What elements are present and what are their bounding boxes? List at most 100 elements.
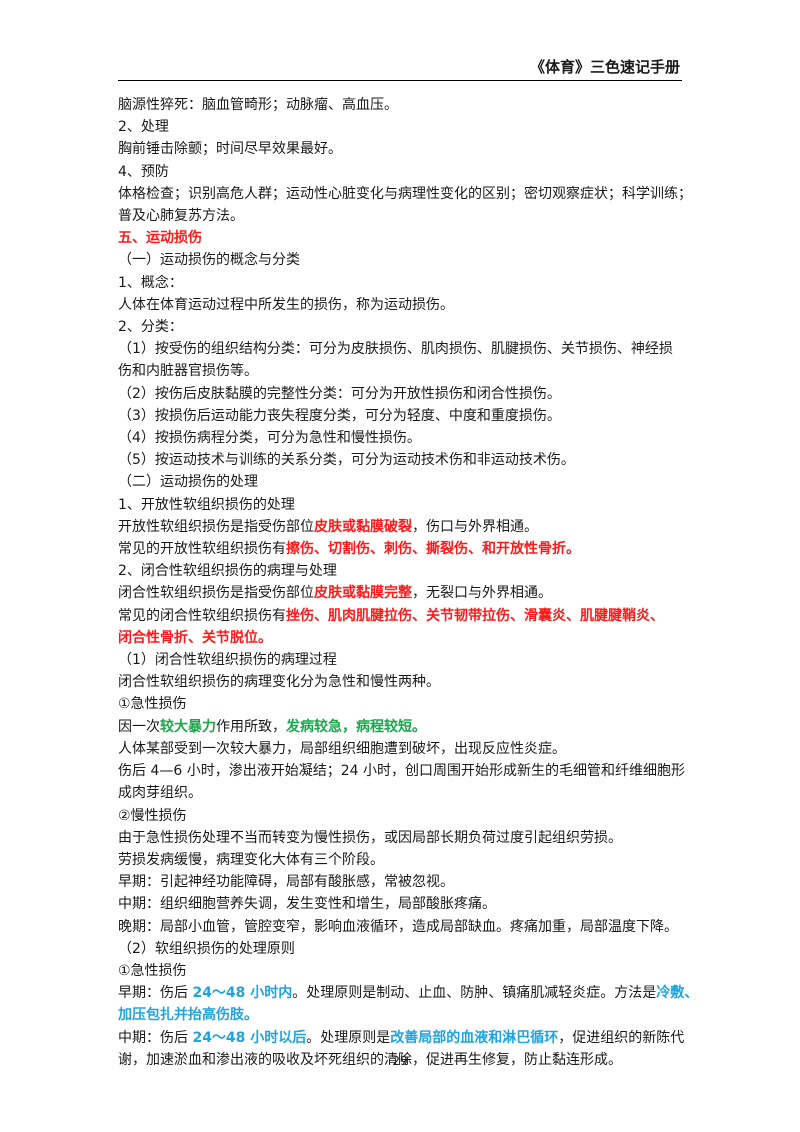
text-line: 闭合性软组织损伤是指受伤部位皮肤或黏膜完整，无裂口与外界相通。 <box>118 582 682 604</box>
text-line: 五、运动损伤 <box>118 227 682 249</box>
text-run: （3）按损伤后运动能力丧失程度分类，可分为轻度、中度和重度损伤。 <box>118 407 561 424</box>
highlight-blue: 加压包扎并抬高伤肢。 <box>118 1007 258 1024</box>
text-run: 。处理原则是 <box>306 1029 391 1046</box>
text-line: ①急性损伤 <box>118 960 682 982</box>
highlight-green: 发病较急，病程较短。 <box>286 718 426 735</box>
text-run: 中期：组织细胞营养失调，发生变性和增生，局部酸胀疼痛。 <box>118 896 496 913</box>
text-run: 1、概念： <box>118 274 183 291</box>
header-rule <box>118 80 682 81</box>
text-run: ，无裂口与外界相通。 <box>412 585 552 602</box>
text-run: 闭合性软组织损伤的病理变化分为急性和慢性两种。 <box>118 674 440 691</box>
subsection-heading: 4、预防 <box>118 163 169 180</box>
text-line: 常见的开放性软组织损伤有擦伤、切割伤、刺伤、撕裂伤、和开放性骨折。 <box>118 538 682 560</box>
text-line: 伤和内脏器官损伤等。 <box>118 360 682 382</box>
highlight-blue: 冷敷、 <box>656 985 699 1002</box>
text-line: ②慢性损伤 <box>118 805 682 827</box>
text-line: 中期：伤后 24～48 小时以后。处理原则是改善局部的血液和淋巴循环，促进组织的… <box>118 1027 685 1049</box>
text-line: 1、概念： <box>118 272 682 294</box>
text-line: 闭合性骨折、关节脱位。 <box>118 627 682 649</box>
text-run: 早期：伤后 <box>118 985 193 1002</box>
text-line: 伤后 4—6 小时，渗出液开始凝结；24 小时，创口周围开始形成新生的毛细管和纤… <box>118 760 685 782</box>
highlight-blue: 24～48 小时以后 <box>192 1029 307 1046</box>
highlight-red: 擦伤、切割伤、刺伤、撕裂伤、和开放性骨折。 <box>286 541 580 558</box>
text-line: （5）按运动技术与训练的关系分类，可分为运动技术伤和非运动技术伤。 <box>118 449 682 471</box>
text-run: ①急性损伤 <box>118 696 187 713</box>
text-run: 人体在体育运动过程中所发生的损伤，称为运动损伤。 <box>118 296 454 313</box>
text-run: 常见的闭合性软组织损伤有 <box>118 607 286 624</box>
text-run: （2）软组织损伤的处理原则 <box>118 940 295 957</box>
text-line: 2、分类： <box>118 316 682 338</box>
text-run: 早期：引起神经功能障碍，局部有酸胀感，常被忽视。 <box>118 874 454 891</box>
text-run: 晚期：局部小血管，管腔变窄，影响血液循环，造成局部缺血。疼痛加重，局部温度下降。 <box>118 918 678 935</box>
text-line: （2）按伤后皮肤黏膜的完整性分类：可分为开放性损伤和闭合性损伤。 <box>118 383 682 405</box>
text-line: 早期：伤后 24～48 小时内。处理原则是制动、止血、防肿、镇痛肌减轻炎症。方法… <box>118 982 698 1004</box>
text-line: 4、预防 <box>118 161 682 183</box>
text-run: 脑源性猝死：脑血管畸形；动脉瘤、高血压。 <box>118 97 398 113</box>
text-line: 由于急性损伤处理不当而转变为慢性损伤，或因局部长期负荷过度引起组织劳损。 <box>118 827 682 849</box>
text-run: （2）按伤后皮肤黏膜的完整性分类：可分为开放性损伤和闭合性损伤。 <box>118 385 561 402</box>
text-run: 体格检查；识别高危人群；运动性心脏变化与病理性变化的区别；密切观察症状；科学训练… <box>118 185 692 202</box>
text-run: 作用所致， <box>216 718 286 735</box>
text-run: 谢，加速淤血和渗出液的吸收及坏死组织的清除，促进再生修复，防止黏连形成。 <box>118 1051 622 1068</box>
text-run: 常见的开放性软组织损伤有 <box>118 541 286 558</box>
text-line: 谢，加速淤血和渗出液的吸收及坏死组织的清除，促进再生修复，防止黏连形成。 <box>118 1049 682 1071</box>
text-line: 1、开放性软组织损伤的处理 <box>118 494 682 516</box>
text-line: 胸前锤击除颤；时间尽早效果最好。 <box>118 138 682 160</box>
text-run: 劳损发病缓慢，病理变化大体有三个阶段。 <box>118 851 384 868</box>
text-line: （一）运动损伤的概念与分类 <box>118 249 682 271</box>
text-run: 成肉芽组织。 <box>118 785 202 802</box>
text-line: 加压包扎并抬高伤肢。 <box>118 1004 682 1026</box>
text-line: （3）按损伤后运动能力丧失程度分类，可分为轻度、中度和重度损伤。 <box>118 405 682 427</box>
subsection-heading: （一）运动损伤的概念与分类 <box>118 252 300 269</box>
text-line: 2、处理 <box>118 116 682 138</box>
text-line: 闭合性软组织损伤的病理变化分为急性和慢性两种。 <box>118 671 682 693</box>
text-run: 闭合性软组织损伤是指受伤部位 <box>118 585 314 602</box>
text-line: 体格检查；识别高危人群；运动性心脏变化与病理性变化的区别；密切观察症状；科学训练… <box>118 183 692 205</box>
highlight-red: 皮肤或黏膜完整 <box>314 585 412 602</box>
highlight-red: 皮肤或黏膜破裂 <box>314 518 412 535</box>
text-run: 伤后 4—6 小时，渗出液开始凝结；24 小时，创口周围开始形成新生的毛细管和纤… <box>118 763 685 780</box>
text-line: 常见的闭合性软组织损伤有挫伤、肌肉肌腱拉伤、关节韧带拉伤、滑囊炎、肌腱腱鞘炎、 <box>118 605 682 627</box>
text-line: （1）按受伤的组织结构分类：可分为皮肤损伤、肌肉损伤、肌腱损伤、关节损伤、神经损 <box>118 338 682 360</box>
highlight-red: 挫伤、肌肉肌腱拉伤、关节韧带拉伤、滑囊炎、肌腱腱鞘炎、 <box>286 607 664 624</box>
text-line: ①急性损伤 <box>118 693 682 715</box>
text-line: 中期：组织细胞营养失调，发生变性和增生，局部酸胀疼痛。 <box>118 893 682 915</box>
text-run: ，促进组织的新陈代 <box>558 1029 685 1046</box>
text-run: 胸前锤击除颤；时间尽早效果最好。 <box>118 141 342 158</box>
text-line: 晚期：局部小血管，管腔变窄，影响血液循环，造成局部缺血。疼痛加重，局部温度下降。 <box>118 916 682 938</box>
text-run: 伤和内脏器官损伤等。 <box>118 363 258 380</box>
section-heading: 五、运动损伤 <box>118 230 202 247</box>
text-run: 2、分类： <box>118 319 183 336</box>
text-run: 1、开放性软组织损伤的处理 <box>118 496 295 513</box>
text-line: （1）闭合性软组织损伤的病理过程 <box>118 649 682 671</box>
text-run: 普及心肺复苏方法。 <box>118 208 244 225</box>
text-line: （4）按损伤病程分类，可分为急性和慢性损伤。 <box>118 427 682 449</box>
text-line: 开放性软组织损伤是指受伤部位皮肤或黏膜破裂，伤口与外界相通。 <box>118 516 682 538</box>
text-run: 开放性软组织损伤是指受伤部位 <box>118 518 314 535</box>
subsection-heading: （二）运动损伤的处理 <box>118 474 258 491</box>
text-run: 因一次 <box>118 718 160 735</box>
text-run: ②慢性损伤 <box>118 807 187 824</box>
text-line: （2）软组织损伤的处理原则 <box>118 938 682 960</box>
text-line: 早期：引起神经功能障碍，局部有酸胀感，常被忽视。 <box>118 871 682 893</box>
text-run: ①急性损伤 <box>118 962 187 979</box>
text-run: （4）按损伤病程分类，可分为急性和慢性损伤。 <box>118 430 421 447</box>
text-run: （1）按受伤的组织结构分类：可分为皮肤损伤、肌肉损伤、肌腱损伤、关节损伤、神经损 <box>118 341 673 358</box>
highlight-green: 较大暴力 <box>160 718 216 735</box>
text-line: 2、闭合性软组织损伤的病理与处理 <box>118 560 682 582</box>
subsection-heading: 2、处理 <box>118 119 169 136</box>
text-line: 劳损发病缓慢，病理变化大体有三个阶段。 <box>118 849 682 871</box>
highlight-blue: 改善局部的血液和淋巴循环 <box>390 1029 559 1046</box>
highlight-red: 闭合性骨折、关节脱位。 <box>118 629 272 646</box>
text-line: 成肉芽组织。 <box>118 782 682 804</box>
text-run: 由于急性损伤处理不当而转变为慢性损伤，或因局部长期负荷过度引起组织劳损。 <box>118 829 622 846</box>
page-number: 29 <box>392 1054 408 1068</box>
text-run: 2、闭合性软组织损伤的病理与处理 <box>118 563 337 580</box>
highlight-blue: 24～48 小时内 <box>192 985 293 1002</box>
running-header: 《体育》三色速记手册 <box>529 58 680 76</box>
text-line: 脑源性猝死：脑血管畸形；动脉瘤、高血压。 <box>118 94 682 116</box>
text-line: （二）运动损伤的处理 <box>118 471 682 493</box>
text-line: 因一次较大暴力作用所致，发病较急，病程较短。 <box>118 716 682 738</box>
text-run: ，伤口与外界相通。 <box>412 518 538 535</box>
text-line: 普及心肺复苏方法。 <box>118 205 682 227</box>
